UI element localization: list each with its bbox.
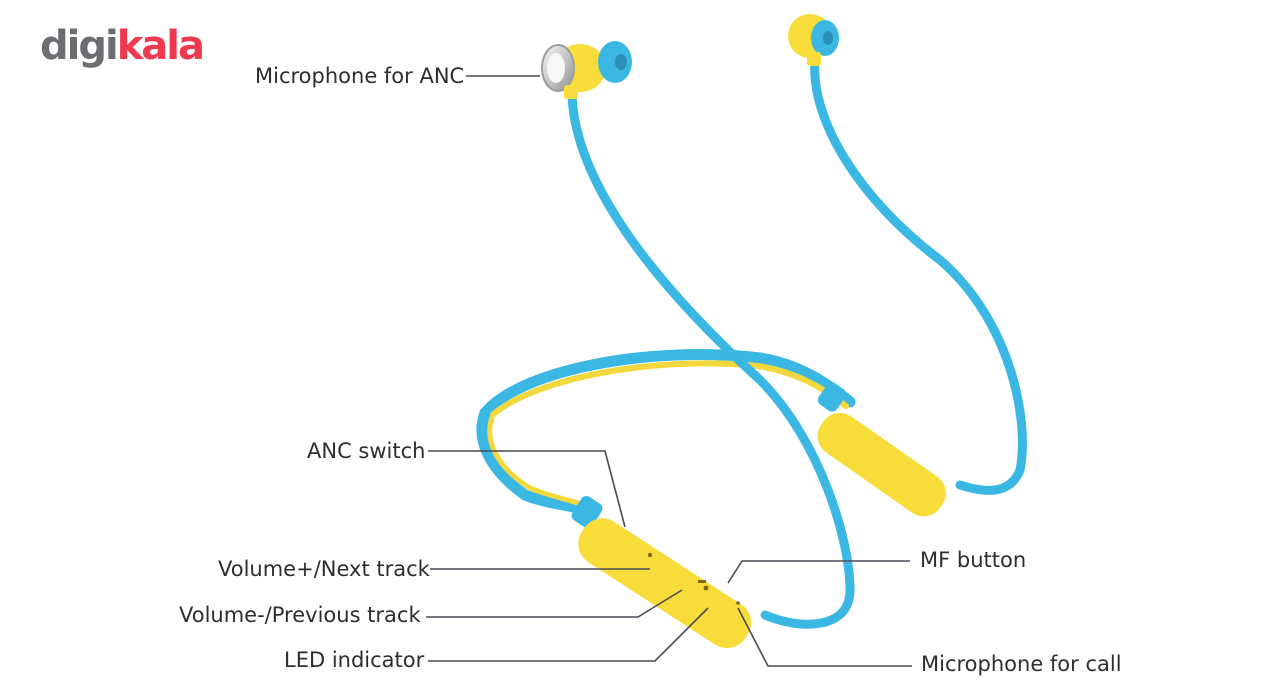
callout-line-mic-call <box>737 607 912 667</box>
left-earbud <box>541 41 632 99</box>
label-mf-button: MF button <box>920 548 1027 572</box>
right-earbud <box>788 14 839 66</box>
callout-lines <box>426 75 912 667</box>
left-cable <box>567 90 855 629</box>
callout-line-vol-down <box>426 589 683 618</box>
right-control-module <box>817 382 946 517</box>
label-volume-down: Volume-/Previous track <box>179 603 421 627</box>
callout-line-anc-switch <box>428 450 626 528</box>
logo-part-digi: digi <box>40 23 119 69</box>
label-microphone-anc: Microphone for ANC <box>255 64 465 88</box>
label-microphone-call: Microphone for call <box>921 652 1122 676</box>
right-cable <box>810 55 1027 495</box>
callout-line-led <box>428 607 709 662</box>
left-control-module <box>571 496 752 649</box>
callout-line-mf <box>727 560 910 584</box>
logo-part-kala: kala <box>116 23 205 69</box>
label-volume-up: Volume+/Next track <box>218 557 430 581</box>
label-led-indicator: LED indicator <box>284 648 425 672</box>
label-anc-switch: ANC switch <box>307 439 426 463</box>
digikala-logo: digikala <box>40 23 205 69</box>
neckband <box>476 349 856 518</box>
